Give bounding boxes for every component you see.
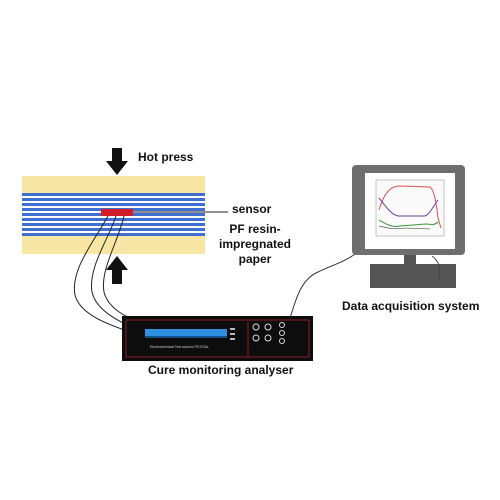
data-acquisition-label: Data acquisition system [342, 299, 480, 313]
analyser-port [252, 323, 260, 331]
press-arrow-top [106, 148, 128, 175]
analyser-port [252, 334, 260, 342]
paper-layer [22, 223, 205, 226]
paper-layer [22, 228, 205, 231]
analyser-display [145, 329, 227, 336]
computer-monitor [352, 165, 465, 288]
analyser-port [264, 323, 272, 331]
paper-layer [22, 218, 205, 221]
analyser-port [264, 334, 272, 342]
analyser-port [279, 330, 285, 336]
hot-press-label: Hot press [138, 150, 194, 164]
analyser-port [279, 322, 285, 328]
computer-base [370, 264, 456, 288]
cure-analyser-label: Cure monitoring analyser [148, 363, 294, 377]
pf-resin-paper-label: PF resin- impregnated paper [215, 222, 295, 267]
paper-layer [22, 203, 205, 206]
cure-analyser-device: Electrochemical Test solution PDT/GAL [122, 316, 313, 361]
pf-resin-label-line: impregnated [218, 237, 291, 251]
paper-layer [22, 233, 205, 236]
sensor-cable [102, 215, 151, 327]
sensor-element [101, 209, 133, 216]
top-press-plate [22, 176, 205, 193]
sensor-label: sensor [232, 202, 272, 216]
analyser-display-caption: Electrochemical Test solution PDT/GAL [150, 345, 209, 349]
analyser-port [279, 338, 285, 344]
paper-layer [22, 198, 205, 201]
press-arrow-bottom [106, 256, 128, 284]
paper-layer [22, 193, 205, 196]
monitor-neck [404, 255, 416, 264]
pf-resin-label-line: PF resin- [229, 222, 281, 236]
data-cable [289, 251, 359, 319]
pf-resin-label-line: paper [238, 252, 272, 266]
screen-plot [375, 179, 445, 237]
sensor-cable [90, 215, 141, 331]
bottom-press-plate [22, 236, 205, 254]
sensor-cable [73, 215, 131, 333]
peripheral-cable [431, 255, 441, 283]
